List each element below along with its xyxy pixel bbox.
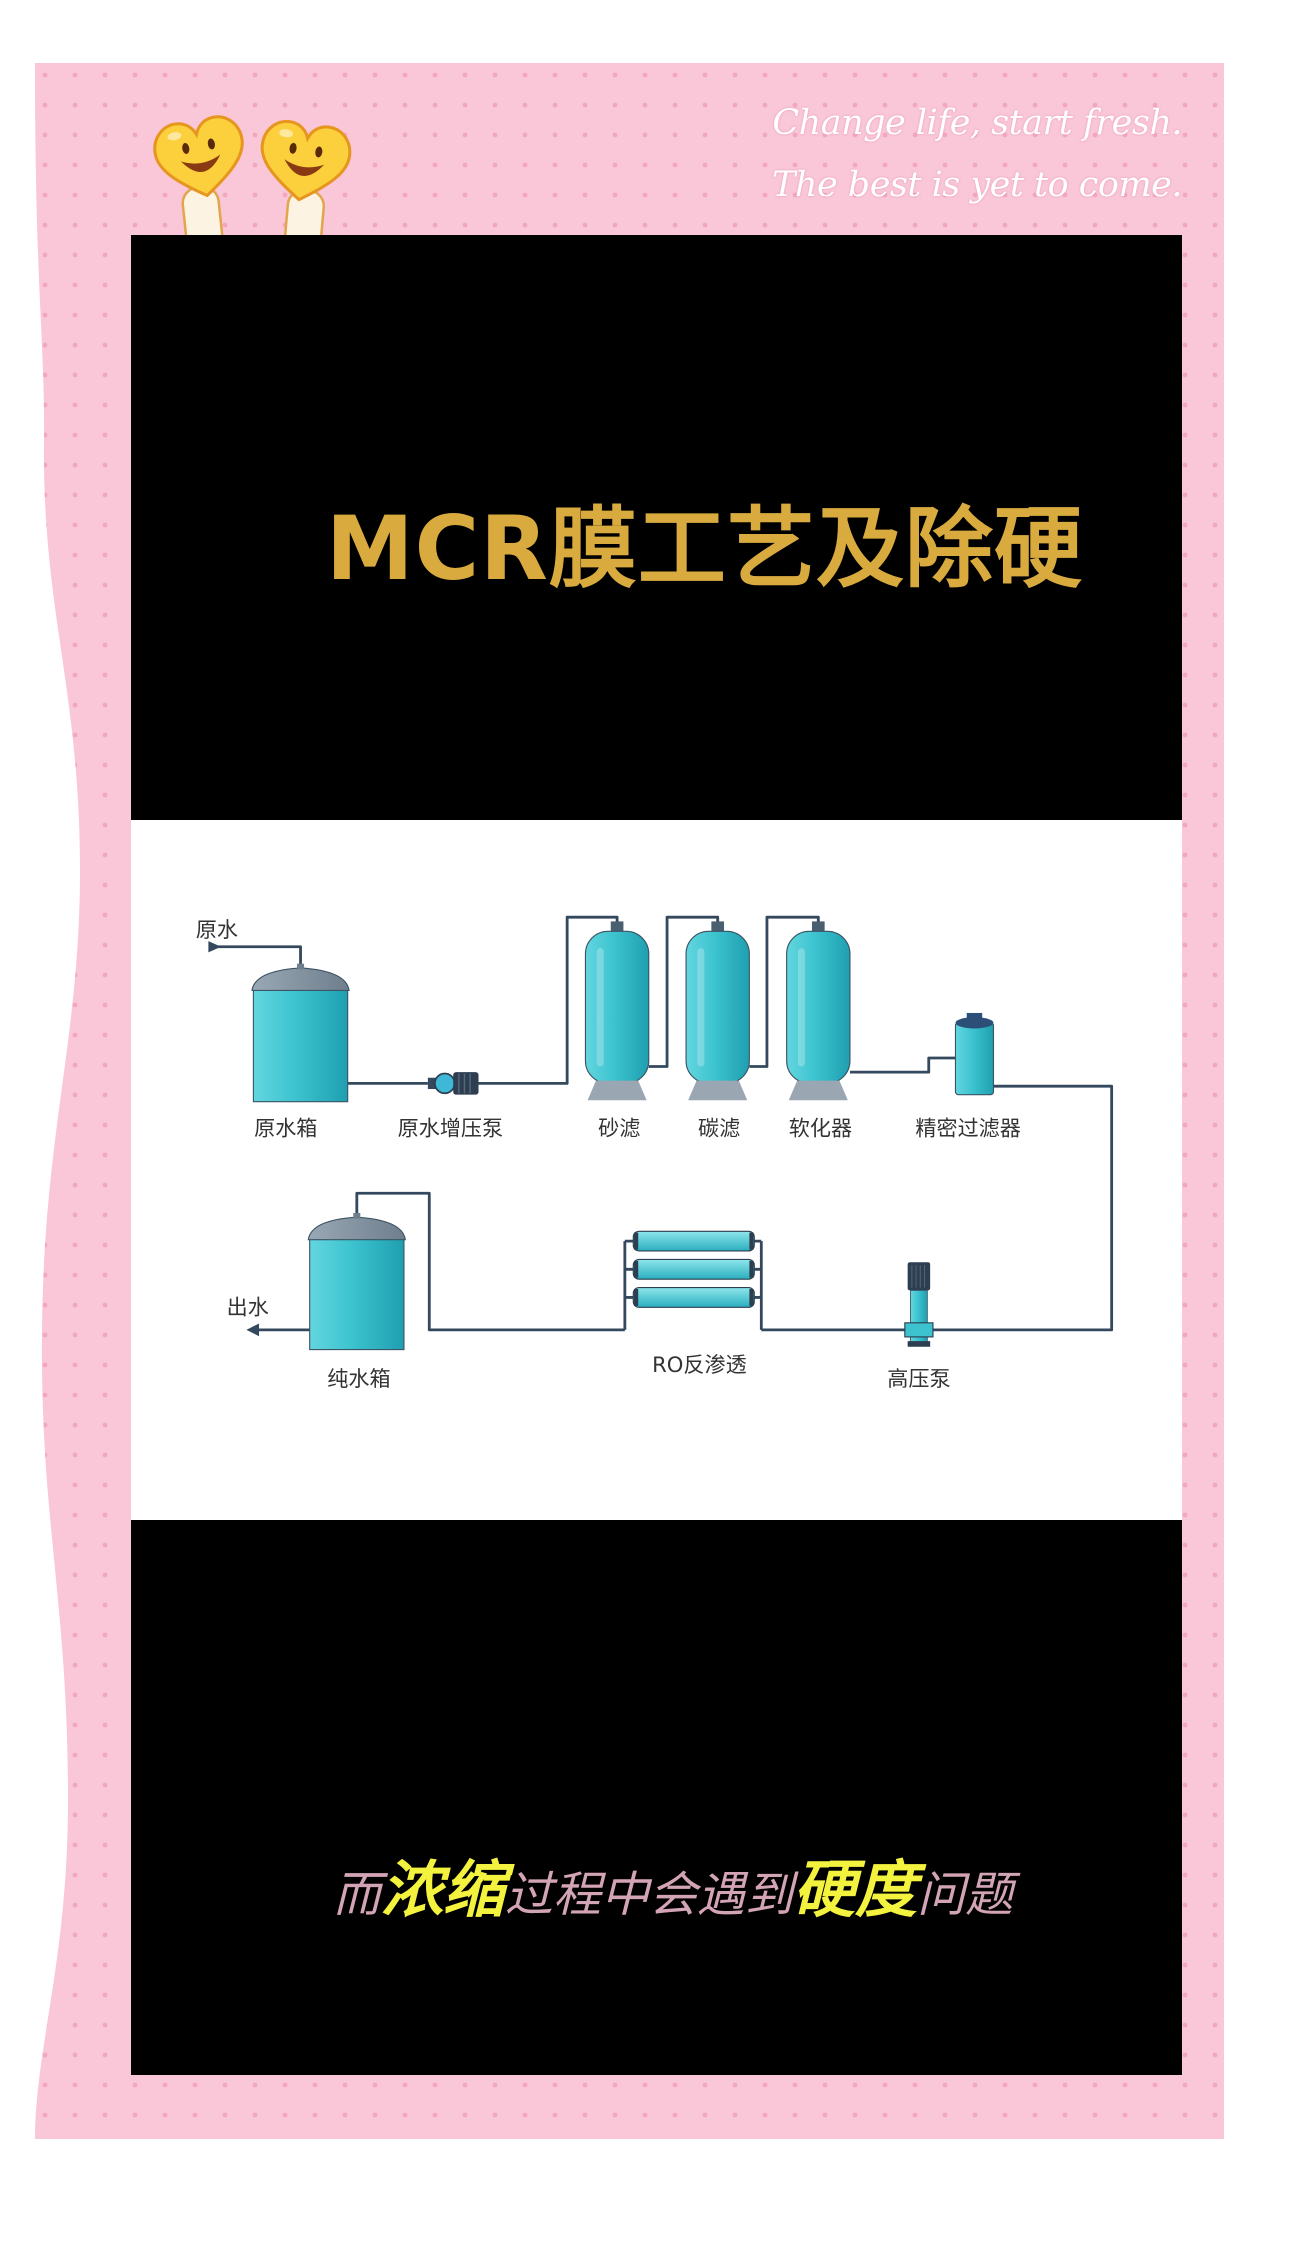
subtitle-segment: 问题 — [917, 1867, 1014, 1923]
ro-outlet-manifold — [623, 1239, 634, 1330]
filter-body — [685, 930, 750, 1084]
ro-label: RO反渗透 — [652, 1352, 747, 1377]
sand-filter-tank — [584, 921, 650, 1101]
pipe-carbon-to-softener — [749, 915, 820, 1068]
carbon-filter-label: 碳滤 — [698, 1115, 740, 1140]
filter-shine — [697, 948, 705, 1067]
video-title: MCR膜工艺及除硬 — [326, 497, 1083, 600]
frame-slogan: Change life, start fresh. The best is ye… — [772, 92, 1182, 216]
pump-head — [434, 1072, 456, 1095]
filter-stand — [688, 1080, 748, 1101]
sand-filter-label: 砂滤 — [598, 1115, 640, 1140]
inlet-arrow-icon — [208, 941, 222, 953]
diagram-panel: 原水 原水箱 原水增压泵 砂滤 碳滤 软化器 精密过滤器 高压泵 RO反渗透 纯… — [131, 820, 1182, 1520]
hp-pump-motor — [907, 1262, 931, 1291]
inlet-label: 原水 — [196, 917, 238, 942]
ro-membrane-tube — [632, 1230, 755, 1252]
raw-water-tank-label: 原水箱 — [254, 1115, 317, 1140]
slogan-line-1: Change life, start fresh. — [772, 103, 1182, 143]
ro-inlet-manifold — [754, 1239, 763, 1330]
tank-dome — [307, 1216, 407, 1241]
pipe-filter-to-high-pressure-pump — [932, 1084, 1114, 1332]
precision-filter-label: 精密过滤器 — [915, 1115, 1020, 1140]
video-subtitle: 而 浓缩 过程中会遇到 硬度 问题 — [333, 1839, 1013, 1926]
filter-stand — [788, 1080, 848, 1101]
pump-motor-fins — [458, 1073, 471, 1094]
subtitle-segment: 过程中会遇到 — [505, 1867, 794, 1923]
slogan-line-2: The best is yet to come. — [772, 165, 1182, 205]
tank-knob — [353, 1212, 361, 1219]
filter-stand — [587, 1080, 647, 1101]
video-player[interactable]: MCR膜工艺及除硬 — [131, 235, 1182, 2075]
hp-pump-base — [907, 1341, 931, 1347]
tank-dome — [251, 967, 350, 991]
softener-label: 软化器 — [789, 1115, 852, 1140]
tank-knob — [297, 963, 305, 970]
ro-membrane-unit — [632, 1230, 755, 1308]
pipes — [214, 915, 1114, 1332]
precision-filter — [954, 1012, 995, 1096]
smiley-heart-icon — [260, 119, 352, 202]
high-pressure-pump-label: 高压泵 — [887, 1366, 950, 1391]
tank-body — [309, 1236, 405, 1351]
water-treatment-process-diagram: 原水 原水箱 原水增压泵 砂滤 碳滤 软化器 精密过滤器 高压泵 RO反渗透 纯… — [196, 915, 1114, 1391]
subtitle-segment-highlight: 硬度 — [793, 1853, 918, 1926]
pipe-sand-to-carbon-filter — [648, 915, 720, 1068]
pipe-ro-to-pure-water-tank — [355, 1191, 625, 1332]
pipe-booster-to-sand-filter — [478, 915, 619, 1085]
raw-water-booster-pump — [427, 1072, 479, 1095]
pump-flange — [427, 1077, 437, 1090]
subtitle-segment: 而 — [333, 1867, 382, 1923]
softener-tank — [786, 921, 851, 1101]
ro-end-caps — [633, 1232, 754, 1306]
sticker-group — [153, 115, 352, 240]
filter-cap — [610, 921, 624, 933]
precision-filter-knob — [966, 1012, 983, 1020]
ro-membrane-tube — [632, 1287, 755, 1308]
pipe-inlet — [214, 945, 302, 966]
raw-water-tank — [251, 963, 350, 1103]
precision-filter-body — [954, 1022, 995, 1096]
pump-motor — [453, 1072, 479, 1095]
pure-water-tank-label: 纯水箱 — [327, 1366, 390, 1391]
carbon-filter-tank — [685, 921, 750, 1101]
filter-shine — [797, 948, 805, 1067]
ro-membrane-tube — [632, 1258, 755, 1280]
pipe-softener-to-precision-filter — [849, 1056, 956, 1074]
pure-water-tank — [307, 1212, 407, 1351]
high-pressure-pump — [904, 1262, 934, 1347]
outlet-arrow-icon — [246, 1323, 260, 1337]
filter-cap — [711, 921, 725, 933]
hp-pump-connector — [904, 1322, 934, 1338]
outlet-label: 出水 — [227, 1294, 269, 1319]
filter-shine — [596, 948, 604, 1067]
filter-body — [786, 930, 851, 1084]
precision-filter-lid — [955, 1017, 994, 1029]
filter-cap — [811, 921, 825, 933]
filter-body — [584, 930, 650, 1084]
tank-body — [252, 987, 349, 1103]
subtitle-segment-highlight: 浓缩 — [381, 1853, 506, 1926]
smiley-heart-icon — [153, 115, 244, 198]
hp-pump-fins — [911, 1265, 926, 1288]
booster-pump-label: 原水增压泵 — [398, 1115, 503, 1140]
